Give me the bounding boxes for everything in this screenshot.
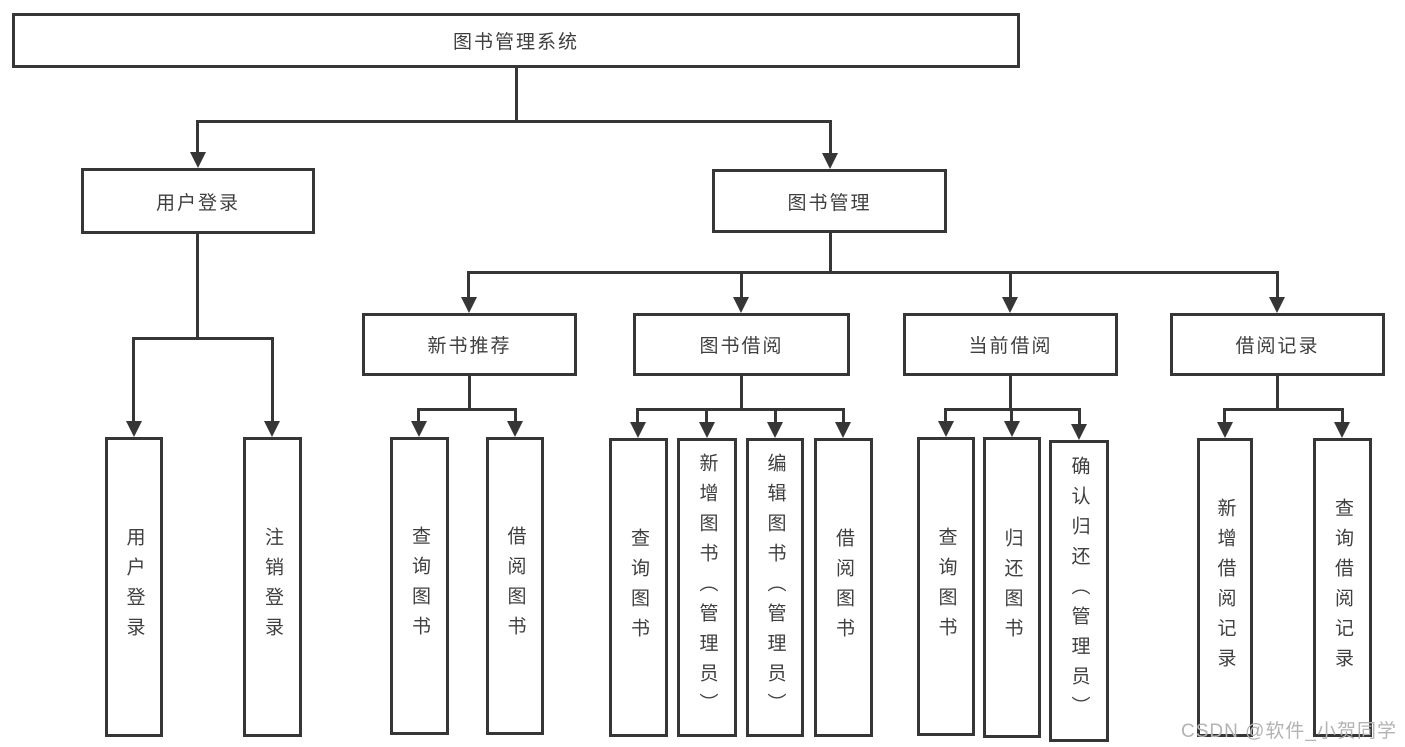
connector-line xyxy=(515,68,518,123)
node-label: 图书管理 xyxy=(787,192,872,214)
node-label: 新书推荐 xyxy=(427,336,512,357)
csdn-watermark: CSDN @软件_小贺同学 xyxy=(1181,721,1397,742)
arrow-down-icon xyxy=(461,297,477,313)
node-add-borrow-record: 新增借阅记录 xyxy=(1197,438,1253,737)
connector-line xyxy=(740,376,743,411)
node-label: 借阅记录 xyxy=(1235,336,1320,357)
connector-line xyxy=(842,408,845,423)
node-label: 确认归还（管理员） xyxy=(1068,456,1090,726)
arrow-down-icon xyxy=(938,421,954,437)
connector-line xyxy=(636,408,845,411)
arrow-down-icon xyxy=(1217,422,1233,438)
connector-line xyxy=(467,271,470,299)
connector-line xyxy=(740,271,743,299)
connector-line xyxy=(1009,376,1012,411)
connector-line xyxy=(417,408,420,423)
arrow-down-icon xyxy=(190,152,206,168)
node-label: 用户登录 xyxy=(123,527,145,647)
node-label: 图书借阅 xyxy=(699,336,784,357)
node-new-book-recommendation: 新书推荐 xyxy=(362,313,577,376)
arrow-down-icon xyxy=(507,421,523,437)
connector-line xyxy=(196,120,199,154)
connector-line xyxy=(1223,408,1344,411)
node-current-borrowing: 当前借阅 xyxy=(903,313,1118,376)
connector-line xyxy=(636,408,639,423)
node-book-management: 图书管理 xyxy=(712,169,947,233)
connector-line xyxy=(1276,376,1279,411)
arrow-down-icon xyxy=(1269,297,1285,313)
arrow-down-icon xyxy=(1002,297,1018,313)
node-label: 编辑图书（管理员） xyxy=(764,452,786,723)
node-label: 注销登录 xyxy=(262,527,283,647)
arrow-down-icon xyxy=(1334,422,1350,438)
arrow-down-icon xyxy=(1004,421,1020,437)
connector-line xyxy=(514,408,517,423)
node-borrow-books-recommend: 借阅图书 xyxy=(486,437,544,735)
node-label: 查询借阅记录 xyxy=(1332,497,1353,678)
node-query-books-current: 查询图书 xyxy=(917,437,975,736)
arrow-down-icon xyxy=(126,421,142,437)
node-query-books-borrowing: 查询图书 xyxy=(609,438,668,737)
connector-line xyxy=(468,376,471,411)
node-label: 当前借阅 xyxy=(968,336,1053,357)
arrow-down-icon xyxy=(822,153,838,169)
node-library-system: 图书管理系统 xyxy=(12,13,1020,68)
arrow-down-icon xyxy=(699,422,715,438)
node-query-books-recommend: 查询图书 xyxy=(390,437,449,735)
arrow-down-icon xyxy=(767,422,783,438)
node-label: 用户登录 xyxy=(155,192,240,214)
connector-line xyxy=(1009,271,1012,299)
connector-line xyxy=(1223,408,1226,423)
node-borrow-books: 借阅图书 xyxy=(814,438,873,737)
connector-line xyxy=(1078,408,1081,426)
arrow-down-icon xyxy=(264,421,280,437)
connector-line xyxy=(774,408,777,423)
connector-line xyxy=(829,120,832,154)
connector-line xyxy=(1341,408,1344,423)
connector-line xyxy=(196,120,832,123)
node-label: 新增图书（管理员） xyxy=(696,452,718,723)
connector-line xyxy=(1010,408,1013,423)
node-label: 图书管理系统 xyxy=(452,32,579,53)
node-label: 新增借阅记录 xyxy=(1214,497,1236,678)
arrow-down-icon xyxy=(835,422,851,438)
connector-line xyxy=(705,408,708,423)
node-label: 查询图书 xyxy=(409,526,430,646)
connector-line xyxy=(132,337,274,340)
connector-line xyxy=(196,234,199,340)
connector-line xyxy=(271,337,274,423)
node-label: 查询图书 xyxy=(628,527,649,648)
arrow-down-icon xyxy=(733,297,749,313)
node-return-books: 归还图书 xyxy=(983,437,1041,738)
node-borrowing-records: 借阅记录 xyxy=(1170,313,1385,376)
arrow-down-icon xyxy=(1071,424,1087,440)
arrow-down-icon xyxy=(411,421,427,437)
node-book-borrowing: 图书借阅 xyxy=(633,313,850,376)
node-label: 借阅图书 xyxy=(504,526,526,646)
connector-line xyxy=(467,271,1279,274)
node-user-login: 用户登录 xyxy=(81,168,315,234)
node-label: 借阅图书 xyxy=(833,527,854,648)
node-user-login-action: 用户登录 xyxy=(105,437,163,737)
connector-line xyxy=(132,337,135,423)
node-logout: 注销登录 xyxy=(243,437,302,737)
node-add-books-admin: 新增图书（管理员） xyxy=(677,438,737,737)
connector-line xyxy=(417,408,517,411)
node-edit-books-admin: 编辑图书（管理员） xyxy=(746,438,804,737)
node-confirm-return-admin: 确认归还（管理员） xyxy=(1049,440,1109,742)
arrow-down-icon xyxy=(630,422,646,438)
connector-line xyxy=(1276,271,1279,299)
node-label: 查询图书 xyxy=(935,526,957,647)
connector-line xyxy=(944,408,947,423)
connector-line xyxy=(829,233,832,274)
node-label: 归还图书 xyxy=(1001,527,1023,648)
node-query-borrow-record: 查询借阅记录 xyxy=(1313,438,1372,737)
